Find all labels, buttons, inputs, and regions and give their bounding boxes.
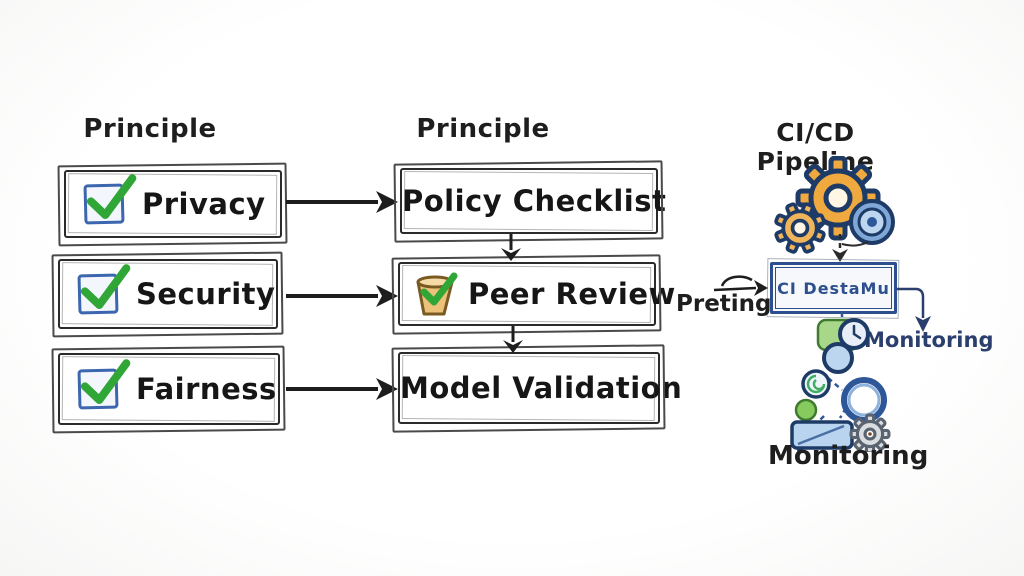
arrow-right-icon [286,378,398,400]
process-box-peer-review: Peer Review [398,262,675,326]
right-column-header: CI/CD Pipeline [756,118,875,176]
process-label: Peer Review [468,277,676,311]
left-column-header: Principle [83,114,217,144]
checkbox-checked-icon [77,359,131,410]
principle-label: Privacy [142,187,266,221]
ci-stage-label: CI DestaMu [777,278,890,298]
middle-column-header: Principle [416,114,550,144]
gears-icon [774,156,895,254]
dashed-arrow-down-icon [832,234,869,262]
principle-box-security: Security [58,259,278,329]
process-box-policy-checklist: Policy Checklist [400,168,667,234]
pipeline-doodles-icon [790,312,891,452]
checkbox-checked-icon [77,264,131,315]
arrow-right-icon [286,191,398,213]
preting-label: Preting [676,291,772,317]
monitoring-bottom-label: Monitoring [768,441,929,471]
principle-box-privacy: Privacy [64,170,282,238]
arrow-right-icon [286,285,398,307]
monitoring-right-label: Monitoring [864,328,994,352]
checkbox-checked-icon [83,174,137,225]
curved-arrow-right-icon [713,275,768,296]
process-label: Policy Checklist [402,184,667,218]
process-label: Model Validation [400,371,683,405]
principle-label: Security [136,277,276,311]
arrow-down-icon [503,326,523,353]
ci-stage-box: CI DestaMu [770,262,897,314]
elbow-arrow-down-icon [897,287,931,332]
principle-label: Fairness [136,372,277,406]
principle-box-fairness: Fairness [58,353,280,425]
bucket-check-icon [410,268,458,320]
arrow-down-icon [501,234,521,261]
process-box-model-validation: Model Validation [398,352,683,424]
